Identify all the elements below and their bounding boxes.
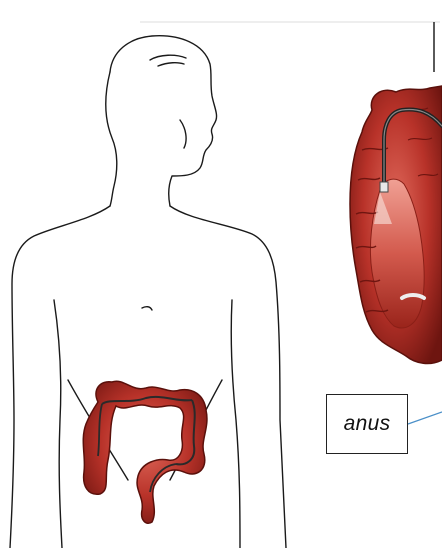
anus-label: anus xyxy=(344,412,391,436)
colon-icon xyxy=(83,381,207,523)
anus-label-box: anus xyxy=(326,394,408,454)
colon-cutaway-icon xyxy=(350,86,442,363)
anus-leader-line xyxy=(408,412,442,424)
